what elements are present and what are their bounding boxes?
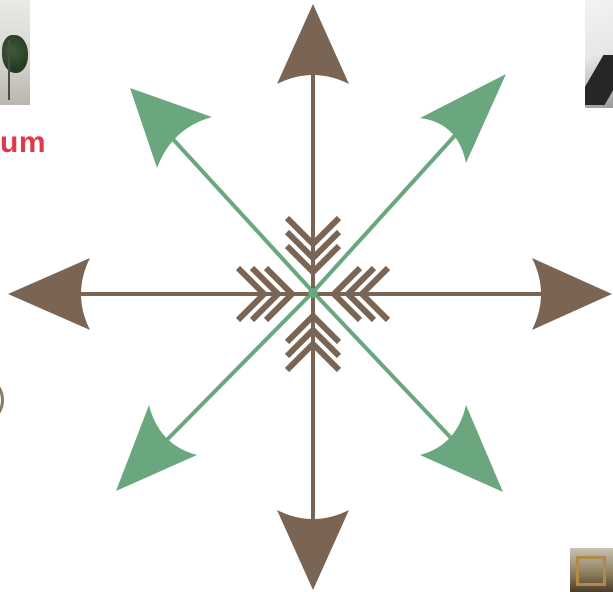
arrow-shaft-ne — [313, 110, 478, 292]
arrowhead-up-icon — [277, 4, 349, 84]
arrow-shaft-sw — [152, 292, 313, 455]
center-node — [308, 288, 318, 298]
arrowhead-ne-icon — [420, 74, 506, 163]
arrowhead-nw-icon — [130, 88, 212, 168]
arrowhead-sw-icon — [116, 405, 197, 491]
arrowhead-right-icon — [532, 258, 612, 330]
arrowhead-left-icon — [8, 258, 90, 330]
arrow-shaft-se — [313, 292, 470, 458]
arrow-shaft-nw — [160, 125, 313, 292]
arrowhead-down-icon — [277, 510, 349, 590]
